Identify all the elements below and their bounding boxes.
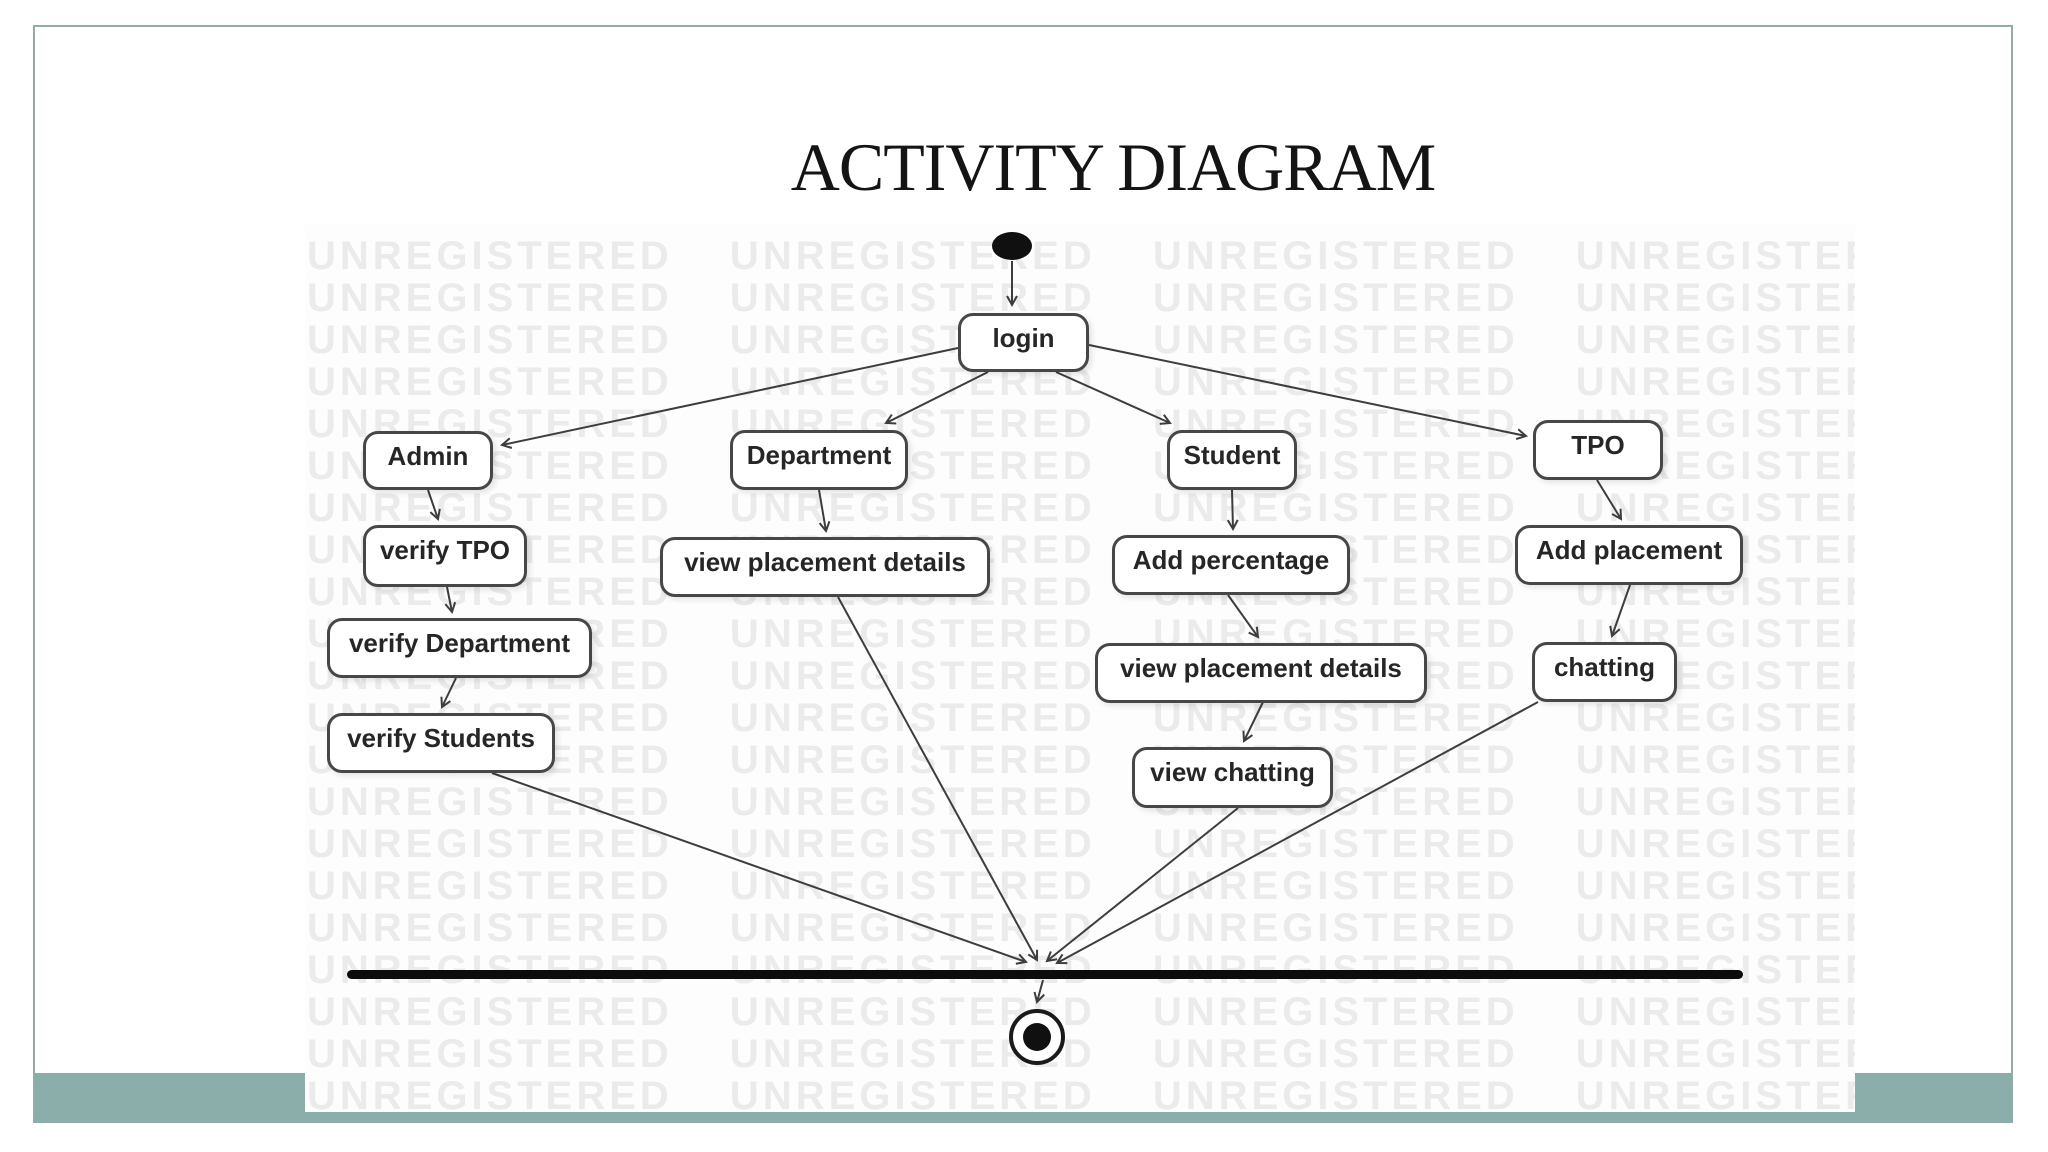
node-verify-department: verify Department — [327, 618, 592, 678]
node-verify-students: verify Students — [327, 713, 555, 773]
watermark-row: UNREGISTERED UNREGISTERED UNREGISTERED U… — [307, 948, 1855, 992]
node-admin: Admin — [363, 431, 493, 490]
node-student: Student — [1167, 430, 1297, 490]
page-title: ACTIVITY DIAGRAM — [790, 129, 1436, 205]
watermark-row: UNREGISTERED UNREGISTERED UNREGISTERED U… — [307, 234, 1855, 278]
watermark-row: UNREGISTERED UNREGISTERED UNREGISTERED U… — [307, 1074, 1855, 1112]
watermark-row: UNREGISTERED UNREGISTERED UNREGISTERED U… — [307, 822, 1855, 866]
watermark-row: UNREGISTERED UNREGISTERED UNREGISTERED U… — [307, 1032, 1855, 1076]
watermark-row: UNREGISTERED UNREGISTERED UNREGISTERED U… — [307, 276, 1855, 320]
node-verify-tpo: verify TPO — [363, 525, 527, 587]
watermark-row: UNREGISTERED UNREGISTERED UNREGISTERED U… — [307, 864, 1855, 908]
node-view-chatting: view chatting — [1132, 747, 1333, 808]
node-add-placement: Add placement — [1515, 525, 1743, 585]
watermark-row: UNREGISTERED UNREGISTERED UNREGISTERED U… — [307, 990, 1855, 1034]
node-view-placement-details-student: view placement details — [1095, 643, 1427, 703]
node-add-percentage: Add percentage — [1112, 535, 1350, 595]
watermark-row: UNREGISTERED UNREGISTERED UNREGISTERED U… — [307, 780, 1855, 824]
watermark-row: UNREGISTERED UNREGISTERED UNREGISTERED U… — [307, 486, 1855, 530]
node-view-placement-details-department: view placement details — [660, 537, 990, 597]
watermark-row: UNREGISTERED UNREGISTERED UNREGISTERED U… — [307, 906, 1855, 950]
node-chatting: chatting — [1532, 642, 1677, 702]
node-department: Department — [730, 430, 908, 490]
node-login: login — [958, 313, 1089, 372]
node-tpo: TPO — [1533, 420, 1663, 480]
